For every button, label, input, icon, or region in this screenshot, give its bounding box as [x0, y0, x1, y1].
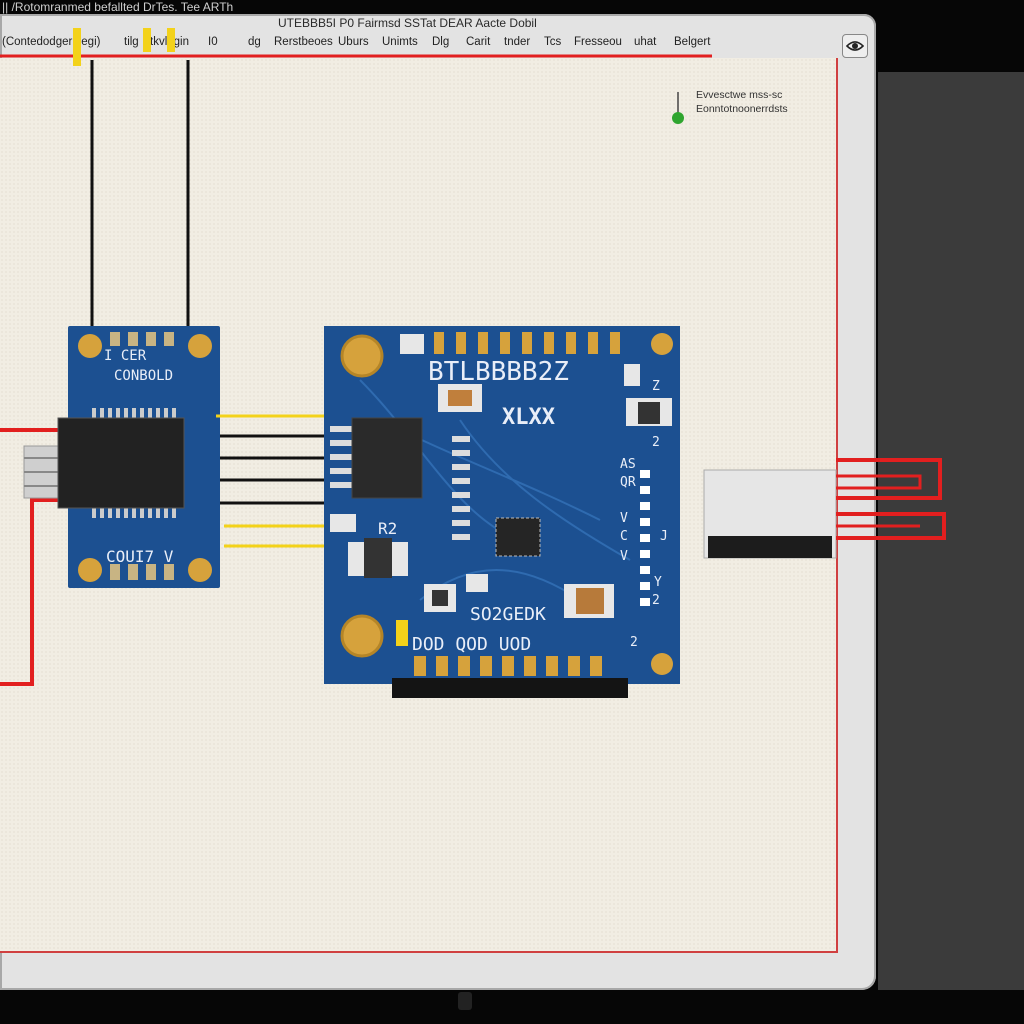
menu-item-13[interactable]: uhat	[634, 36, 657, 48]
svg-text:C: C	[620, 529, 628, 544]
wire-marker	[73, 28, 81, 66]
smd-component	[624, 364, 640, 386]
qfn-chip[interactable]	[495, 517, 541, 557]
mount-hole	[78, 334, 102, 358]
main-board-label-r: R2	[378, 519, 397, 538]
main-top-pin-row	[434, 332, 620, 354]
menu-item-4[interactable]: dg	[248, 36, 261, 48]
svg-text:AS: AS	[620, 457, 636, 472]
mcu-pin-column	[330, 426, 470, 540]
power-wire[interactable]	[0, 498, 58, 686]
svg-text:2: 2	[630, 635, 638, 650]
menu-item-9[interactable]: Carit	[466, 36, 491, 48]
bottom-pin-row	[110, 564, 174, 580]
mount-hole	[651, 333, 673, 355]
window-title: UTEBBB5I P0 Fairmsd SSTat DEAR Aacte Dob…	[278, 16, 537, 30]
menu-bar: (Contedodgernlegi) tilg tkvlagin I0 dg R…	[0, 36, 836, 54]
svg-text:Y: Y	[654, 575, 662, 590]
svg-text:2: 2	[652, 435, 660, 450]
smd-component	[400, 334, 424, 354]
menu-item-8[interactable]: Dlg	[432, 36, 450, 48]
pin-header-strip	[392, 678, 628, 698]
window-header: UTEBBB5I P0 Fairmsd SSTat DEAR Aacte Dob…	[0, 14, 876, 58]
led	[396, 620, 408, 646]
top-pin-row	[110, 332, 174, 346]
main-board[interactable]	[324, 326, 680, 684]
wire-marker	[167, 28, 175, 52]
mount-hole	[651, 653, 673, 675]
main-board-label-mid: SO2GEDK	[470, 604, 546, 625]
svg-text:J: J	[660, 529, 668, 544]
chip-pins-top	[92, 408, 176, 420]
wire-marker	[143, 28, 151, 52]
svg-text:V: V	[620, 549, 628, 564]
green-dot-icon	[672, 112, 684, 124]
capacitor-body	[448, 390, 472, 406]
power-wire[interactable]	[836, 474, 922, 490]
gpio-pad-column	[640, 470, 650, 606]
transistor	[364, 538, 392, 578]
eye-icon	[846, 41, 864, 51]
svg-text:QR: QR	[620, 475, 636, 490]
mount-hole	[340, 334, 384, 378]
smd-component	[330, 514, 356, 532]
power-wire[interactable]	[836, 458, 942, 500]
side-label-column: Z 2 AS QR V C J V Y 2 2	[620, 379, 668, 650]
pcb-traces	[359, 379, 631, 601]
left-board-label-bottom: COUI7 V	[106, 547, 174, 566]
signal-wire[interactable]	[216, 408, 336, 418]
menu-item-1[interactable]: tilg	[124, 36, 139, 48]
svg-text:V: V	[620, 511, 628, 526]
smd-component	[466, 574, 488, 592]
power-wire[interactable]	[836, 512, 946, 540]
view-toggle-button[interactable]	[842, 34, 868, 58]
crystal-body	[576, 588, 604, 614]
main-board-label-bottom: DOD QOD UOD	[412, 634, 531, 655]
mount-hole	[188, 558, 212, 582]
svg-text:2: 2	[652, 593, 660, 608]
chip-pins-bottom	[92, 506, 176, 518]
mount-hole	[188, 334, 212, 358]
menu-item-6[interactable]: Uburs	[338, 36, 369, 48]
legend-line-2: Eonntotnoonerrdsts	[696, 103, 788, 115]
usb-connector-slot	[708, 536, 832, 558]
main-board-logo: XLXX	[502, 405, 555, 430]
smd-component	[432, 590, 448, 606]
menu-item-10[interactable]: tnder	[504, 36, 531, 48]
menu-item-14[interactable]: Belgert	[674, 36, 711, 48]
menu-item-12[interactable]: Fresseou	[574, 36, 622, 48]
menu-item-7[interactable]: Unimts	[382, 36, 418, 48]
menu-item-3[interactable]: I0	[208, 36, 218, 48]
main-bottom-pin-row	[414, 656, 602, 676]
resize-handle[interactable]	[458, 992, 472, 1010]
mount-hole	[78, 558, 102, 582]
side-panel	[878, 72, 1024, 990]
mount-hole	[340, 614, 384, 658]
menu-item-11[interactable]: Tcs	[544, 36, 562, 48]
left-board-label-mid: CONBOLD	[114, 368, 173, 384]
menu-item-5[interactable]: Rerstbeoes	[274, 36, 333, 48]
app-title-text: || /Rotomranmed befallted DrTes. Tee ART…	[2, 0, 234, 14]
main-mcu-chip[interactable]	[351, 417, 423, 499]
left-ic-chip[interactable]	[57, 417, 185, 509]
legend-line-1: Evvesctwe mss-sc	[696, 89, 782, 101]
svg-text:Z: Z	[652, 379, 660, 394]
regulator-body	[638, 402, 660, 424]
main-board-label-top: BTLBBBB2Z	[428, 357, 569, 387]
left-board-label-top: I CER	[104, 348, 147, 364]
